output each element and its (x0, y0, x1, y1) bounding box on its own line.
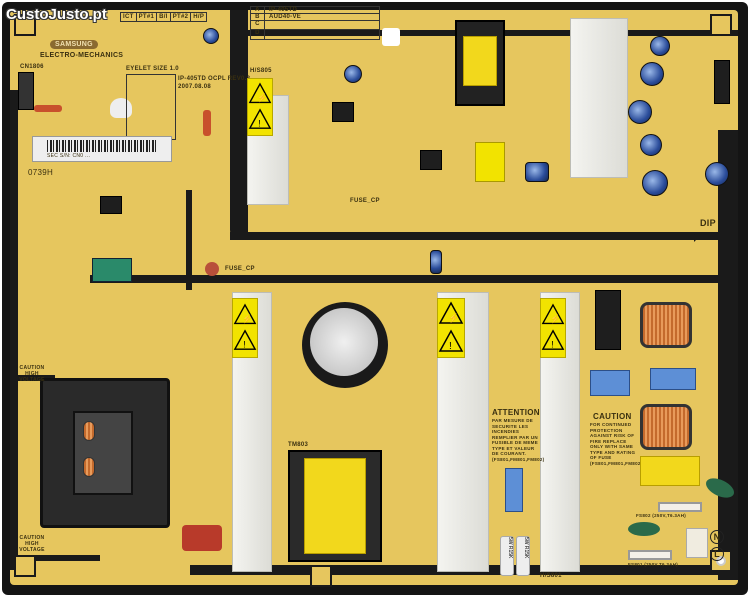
resistor (34, 105, 62, 112)
capacitor (525, 162, 549, 182)
trace (186, 190, 192, 290)
varistor (628, 522, 660, 536)
neutral-marker: N (710, 530, 724, 544)
heatsink-label: H/S801 (540, 573, 562, 579)
fuse-label: FUSE_CP (350, 198, 380, 204)
caution-text: FOR CONTINUED PROTECTION AGAINST RISK OF… (590, 422, 643, 466)
watermark-logo: CustoJusto.pt (6, 6, 107, 23)
output-connector (714, 60, 730, 104)
svg-text:!: ! (243, 339, 246, 349)
fuse (628, 550, 672, 560)
ac-input-connector (686, 528, 708, 558)
fuse-label: FS801 (250V,T6.3AH) (628, 562, 679, 567)
inductor-coil (640, 302, 692, 348)
transformer (455, 20, 505, 106)
transformer-label: TM803 (288, 442, 309, 448)
trace (90, 275, 738, 283)
capacitor (705, 162, 729, 186)
heatsink (247, 95, 289, 205)
ic-chip (100, 196, 122, 214)
capacitor (650, 36, 670, 56)
high-voltage-warning-label: ⚡! (540, 298, 566, 358)
fuse-label: FUSE_CP (225, 266, 255, 272)
power-resistor: 5W R15K (516, 536, 530, 576)
trace (230, 232, 738, 240)
ic-chip (332, 102, 354, 122)
connector (18, 72, 34, 110)
inductor-coil (640, 404, 692, 450)
model-a: IP-405TD (269, 7, 298, 13)
svg-text:⚡: ⚡ (550, 314, 560, 325)
x-capacitor (590, 370, 630, 396)
trace (10, 90, 18, 570)
capacitor (344, 65, 362, 83)
test-table: ICT PT#1 B/I PT#2 H/P (120, 12, 208, 22)
attention-title: ATTENTION (492, 408, 540, 417)
high-voltage-warning-label: ⚡! (232, 298, 258, 358)
mounting-pad (14, 555, 36, 577)
ic-chip (420, 150, 442, 170)
arrow-right-icon: ➡ (685, 230, 699, 247)
resistor (203, 110, 211, 136)
heatsink (570, 18, 628, 178)
power-resistor: 5W R15K (500, 536, 514, 576)
svg-text:!: ! (449, 341, 452, 352)
connector-label: CN1806 (20, 64, 44, 70)
trace (10, 555, 100, 561)
capacitor (182, 525, 222, 551)
barcode (47, 140, 157, 152)
warning-sticker (475, 142, 505, 182)
eyelet-table (126, 74, 176, 140)
trace (230, 10, 248, 240)
high-voltage-warning-label: ⚡! (247, 78, 273, 136)
caution-high-voltage: CAUTION HIGH VOLTAGE (19, 535, 45, 553)
capacitor (642, 170, 668, 196)
mounting-pad (710, 14, 732, 36)
transformer (288, 450, 382, 562)
fuse-cp (205, 262, 219, 276)
qr-code (382, 28, 400, 46)
relay (595, 290, 621, 350)
barcode-label: SEC S/N: CN0 ... (32, 136, 172, 162)
svg-text:⚡: ⚡ (257, 93, 267, 104)
capacitor (640, 134, 662, 156)
mounting-pad (310, 565, 332, 587)
mounting-pad (14, 14, 36, 36)
svg-text:⚡: ⚡ (242, 314, 252, 325)
batch-code: 0739H (28, 168, 54, 177)
date: 2007.08.08 (178, 84, 212, 90)
model-b: AUD40-VE (269, 14, 302, 20)
revision: IP-405TD OCPL REV0.2 (178, 76, 251, 82)
trace (10, 375, 55, 381)
svg-text:!: ! (258, 118, 261, 128)
main-capacitor (302, 302, 388, 388)
capacitor (430, 250, 442, 274)
trace (718, 130, 738, 580)
maker-subtitle: ELECTRO-MECHANICS (40, 52, 124, 59)
x-capacitor (650, 368, 696, 390)
capacitor (640, 62, 664, 86)
caution-title: CAUTION (593, 412, 632, 421)
line-marker: L (710, 547, 724, 561)
heatsink-label: H/S805 (250, 68, 272, 74)
x-capacitor (640, 456, 700, 486)
pcb-board: SAMSUNG ELECTRO-MECHANICS CN1806 ICT PT#… (10, 6, 738, 587)
svg-text:!: ! (551, 339, 554, 349)
fuse-label: FS802 (250V,T6.3AH) (636, 513, 687, 518)
capacitor (505, 468, 523, 512)
fuse (658, 502, 702, 512)
dip-label: DIP (700, 218, 716, 228)
svg-text:⚡: ⚡ (448, 312, 459, 324)
capacitor (203, 28, 219, 44)
high-voltage-warning-label: ⚡! (437, 298, 465, 358)
capacitor (628, 100, 652, 124)
caution-high-voltage: CAUTION HIGH VOLTAGE (19, 365, 45, 383)
attention-text: PAR MESURE DE SECURITE LES INCENDIES REM… (492, 418, 545, 462)
transformer (40, 378, 170, 528)
maker-logo: SAMSUNG (50, 40, 98, 49)
eyelet-title: EYELET SIZE 1.0 (126, 66, 179, 72)
jumper-block (92, 258, 132, 282)
